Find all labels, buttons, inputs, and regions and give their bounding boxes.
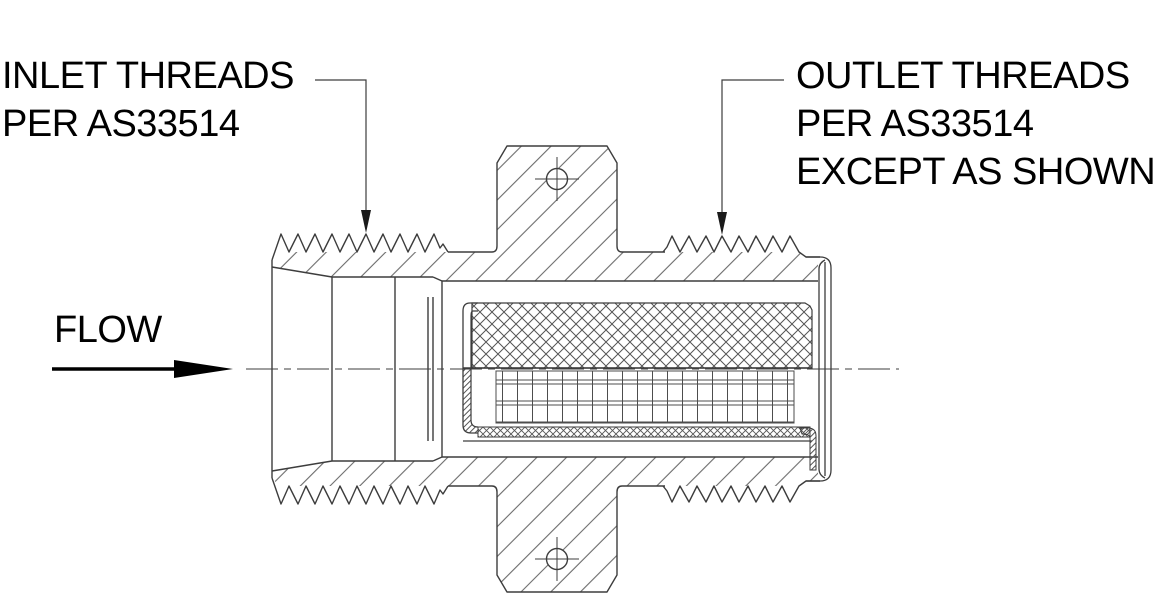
- outlet-threads-label-line1: OUTLET THREADS: [796, 55, 1130, 97]
- hole-centerline-top: [535, 157, 579, 201]
- filter-mesh-lower-section: [477, 426, 811, 438]
- filter-element: [462, 302, 817, 471]
- inlet-leader: [315, 79, 371, 233]
- flow-label: FLOW: [54, 309, 162, 351]
- flow-arrow: [52, 360, 233, 378]
- body-outline: [271, 145, 820, 593]
- outlet-threads-label-line3: EXCEPT AS SHOWN: [796, 151, 1156, 193]
- filter-mesh-section: [471, 302, 813, 369]
- safety-wire-hole-bottom: [535, 537, 579, 581]
- inlet-leader-arrowhead: [361, 210, 371, 233]
- body-section-upper: [272, 146, 818, 281]
- outlet-leader: [717, 79, 784, 235]
- filter-mesh-elevation: [495, 370, 795, 424]
- safety-wire-hole-top: [535, 157, 579, 201]
- flare-cone: [271, 266, 333, 472]
- inlet-threads-label: INLET THREADS PER AS33514: [2, 52, 294, 148]
- outlet-threads-top: [662, 235, 820, 258]
- outlet-threads-label-line2: PER AS33514: [796, 103, 1034, 145]
- outlet-threads-label: OUTLET THREADS PER AS33514 EXCEPT AS SHO…: [796, 52, 1156, 196]
- hole-centerline-bottom: [535, 537, 579, 581]
- body-section-lower: [272, 457, 818, 592]
- outlet-threads-bottom: [662, 480, 820, 503]
- retainer-elbow: [799, 427, 817, 471]
- inlet-threads-bottom: [271, 477, 449, 505]
- hex-tab-top: [491, 145, 623, 253]
- inlet-threads-label-line2: PER AS33514: [2, 103, 240, 145]
- inlet-threads-label-line1: INLET THREADS: [2, 55, 294, 97]
- flow-arrowhead: [174, 360, 233, 378]
- hex-tab-bottom: [491, 485, 623, 593]
- outlet-leader-arrowhead: [717, 212, 727, 235]
- inlet-threads-top: [271, 233, 449, 261]
